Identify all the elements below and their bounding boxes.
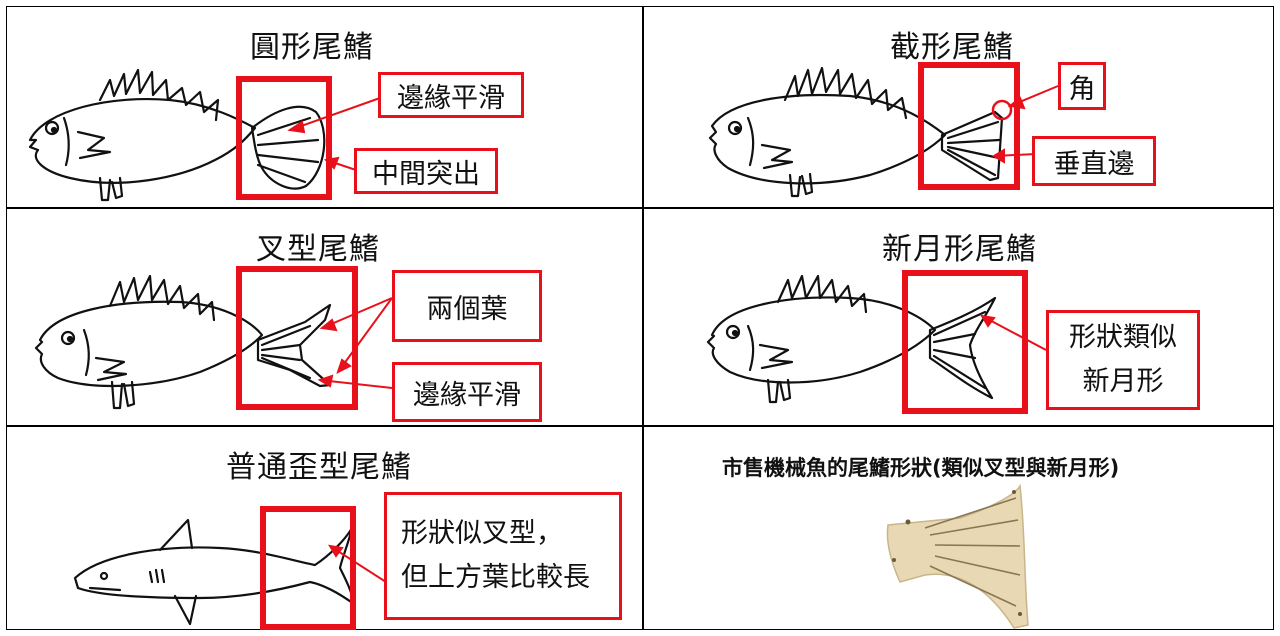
title-lunate-fin: 新月形尾鰭 <box>882 232 1037 267</box>
label-smooth-edge-2: 邊緣平滑 <box>392 362 542 422</box>
tail-highlight-forked <box>236 266 358 410</box>
tail-highlight-round <box>236 76 332 200</box>
tail-highlight-truncate <box>918 62 1020 190</box>
label-corner: 角 <box>1058 62 1106 110</box>
title-truncate-fin: 截形尾鰭 <box>890 30 1014 65</box>
title-product-fin: 市售機械魚的尾鰭形狀(類似叉型與新月形) <box>722 456 1120 480</box>
title-round-fin: 圓形尾鰭 <box>250 30 374 65</box>
tail-highlight-lunate <box>902 270 1028 414</box>
label-smooth-edge-1: 邊緣平滑 <box>378 72 524 118</box>
row-divider-2 <box>6 425 1274 427</box>
title-heterocercal-fin: 普通歪型尾鰭 <box>226 450 412 485</box>
label-two-lobes: 兩個葉 <box>392 270 542 342</box>
tail-highlight-heterocercal <box>260 506 356 630</box>
label-heterocercal-shape: 形狀似叉型， 但上方葉比較長 <box>384 492 622 620</box>
column-divider <box>642 6 644 630</box>
label-vertical-edge: 垂直邊 <box>1032 136 1156 186</box>
table-frame <box>6 6 1274 630</box>
label-lunate-line2: 新月形 <box>1082 366 1164 397</box>
label-lunate-shape: 形狀類似 新月形 <box>1046 310 1200 410</box>
row-divider-1 <box>6 207 1274 209</box>
label-middle-bulge: 中間突出 <box>354 148 498 194</box>
title-forked-fin: 叉型尾鰭 <box>256 232 380 267</box>
label-heterocercal-line2: 但上方葉比較長 <box>401 562 590 593</box>
label-heterocercal-line1: 形狀似叉型， <box>401 518 563 549</box>
label-lunate-line1: 形狀類似 <box>1069 322 1177 353</box>
